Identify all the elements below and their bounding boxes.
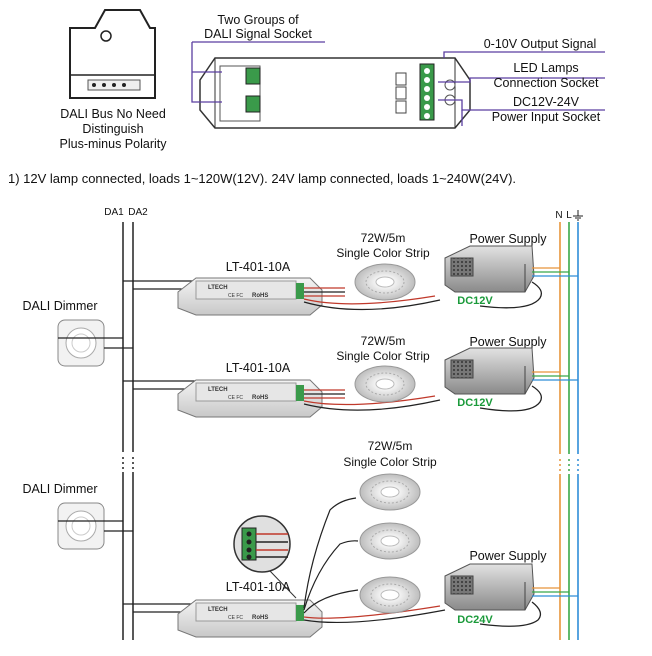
psu-2-wires: [479, 371, 578, 412]
led-socket-label-2: Connection Socket: [494, 76, 599, 90]
psu-2-voltage: DC12V: [457, 397, 493, 409]
psu-3: Power Supply DC24V: [444, 549, 547, 626]
dimmer-1-label: DALI Dimmer: [22, 299, 97, 313]
controller-3-ce: CE FC: [228, 615, 243, 621]
power-socket-label-2: Power Input Socket: [492, 110, 601, 124]
controller-3-brand: LTECH: [208, 607, 228, 613]
ground-icon: [573, 210, 583, 221]
controller-2-wires: [303, 389, 441, 411]
controller-3-wires: [303, 497, 446, 624]
caption-line-3: Plus-minus Polarity: [60, 137, 168, 151]
psu-1-label: Power Supply: [469, 232, 547, 246]
strip-1: 72W/5m Single Color Strip: [336, 231, 430, 301]
sockets-label-1: Two Groups of: [217, 13, 299, 27]
callout-lines: [191, 41, 605, 126]
controller-3-rohs: RoHS: [252, 615, 268, 621]
strip-1-label-2: Single Color Strip: [336, 246, 430, 260]
bus-tap-2: [123, 380, 195, 390]
terminal-zoom: [233, 515, 297, 599]
dimmer-2-label: DALI Dimmer: [22, 482, 97, 496]
psu-3-label: Power Supply: [469, 549, 547, 563]
controller-1-label: LT-401-10A: [226, 260, 291, 274]
load-note: 1) 12V lamp connected, loads 1~120W(12V)…: [8, 171, 517, 186]
controller-2-ce: CE FC: [228, 395, 243, 401]
psu-1: Power Supply DC12V: [444, 232, 547, 307]
controller-3-label: LT-401-10A: [226, 580, 291, 594]
caption-line-2: Distinguish: [82, 122, 143, 136]
led-socket-label-1: LED Lamps: [513, 61, 578, 75]
psu-2-label: Power Supply: [469, 335, 547, 349]
dali-bus: [122, 222, 134, 640]
bus-da2-label: DA2: [128, 207, 148, 218]
strip-1-label-1: 72W/5m: [361, 231, 406, 245]
psu-3-voltage: DC24V: [457, 614, 493, 626]
mains-lines: [559, 222, 579, 640]
controller-top-view: [199, 57, 471, 129]
sockets-label-2: DALI Signal Socket: [204, 27, 312, 41]
psu-2: Power Supply DC12V: [444, 335, 547, 409]
controller-1-ce: CE FC: [228, 293, 243, 299]
controller-2-brand: LTECH: [208, 387, 228, 393]
power-socket-label-1: DC12V-24V: [513, 95, 580, 109]
strip-2: 72W/5m Single Color Strip: [336, 334, 430, 403]
strip-2-label-1: 72W/5m: [361, 334, 406, 348]
strip-2-label-2: Single Color Strip: [336, 349, 430, 363]
mains-gap-dots: [559, 459, 579, 471]
controller-1-rohs: RoHS: [252, 293, 268, 299]
bus-gap-dots: [122, 457, 134, 469]
mains-n-label: N: [555, 210, 562, 221]
psu-1-voltage: DC12V: [457, 295, 493, 307]
controller-2-label: LT-401-10A: [226, 361, 291, 375]
controller-3: LT-401-10A LTECH RoHS CE FC: [177, 580, 323, 638]
dimmer-2: DALI Dimmer: [22, 482, 133, 550]
dimmer-unit: [69, 9, 156, 99]
psu-1-wires: [479, 267, 578, 309]
controller-2-rohs: RoHS: [252, 395, 268, 401]
dimmer-1: DALI Dimmer: [22, 299, 133, 367]
controller-1-brand: LTECH: [208, 285, 228, 291]
caption-line-1: DALI Bus No Need: [60, 107, 166, 121]
strip-3-label-1: 72W/5m: [368, 439, 413, 453]
controller-2: LT-401-10A LTECH RoHS CE FC: [177, 361, 323, 418]
psu-3-wires: [479, 587, 578, 627]
output-signal-label: 0-10V Output Signal: [484, 37, 597, 51]
strip-3-label-2: Single Color Strip: [343, 455, 437, 469]
bus-da1-label: DA1: [104, 207, 124, 218]
controller-1: LT-401-10A LTECH RoHS CE FC: [177, 260, 323, 316]
strip-3: 72W/5m Single Color Strip: [343, 439, 437, 614]
controller-1-wires: [303, 287, 441, 311]
mains-l-label: L: [566, 210, 572, 221]
